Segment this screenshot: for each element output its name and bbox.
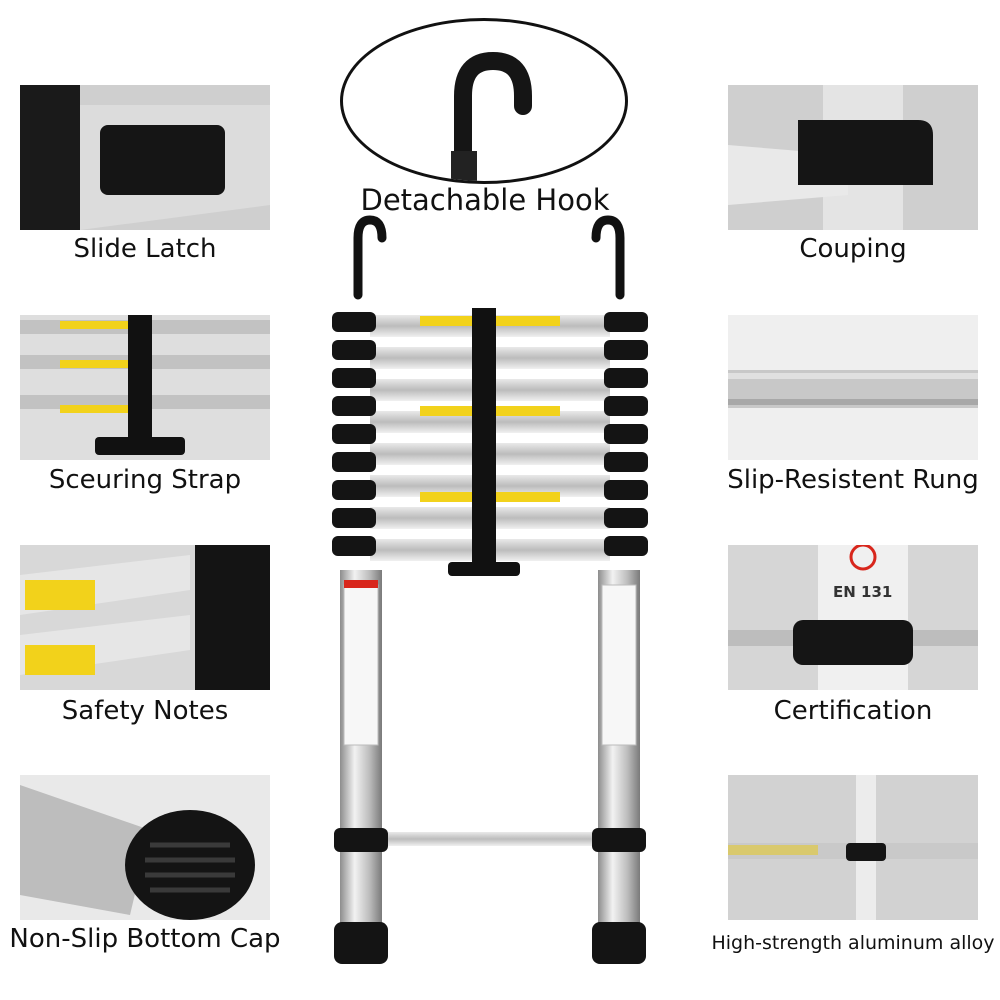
securing-strap-caption: Sceuring Strap xyxy=(48,465,242,495)
securing-strap-photo xyxy=(20,315,270,460)
safety-notes-caption: Safety Notes xyxy=(61,696,229,726)
detachable-hook-photo xyxy=(340,18,628,184)
aluminum-alloy-photo xyxy=(728,775,978,920)
certification-caption: Certification xyxy=(773,696,933,726)
non-slip-cap-photo xyxy=(20,775,270,920)
certification-mark: EN 131 xyxy=(833,583,893,601)
non-slip-cap-caption: Non-Slip Bottom Cap xyxy=(9,924,281,954)
aluminum-alloy-caption: High-strength aluminum alloy xyxy=(711,932,995,954)
slip-resistent-rung-caption: Slip-Resistent Rung xyxy=(727,465,979,495)
couping-photo xyxy=(728,85,978,230)
detachable-hook-caption: Detachable Hook xyxy=(360,183,610,217)
ladder-image xyxy=(320,200,660,980)
couping-caption: Couping xyxy=(799,234,907,264)
slip-resistent-rung-photo xyxy=(728,315,978,460)
certification-photo: EN 131 xyxy=(728,545,978,690)
slide-latch-caption: Slide Latch xyxy=(73,234,217,264)
safety-notes-photo xyxy=(20,545,270,690)
slide-latch-photo xyxy=(20,85,270,230)
